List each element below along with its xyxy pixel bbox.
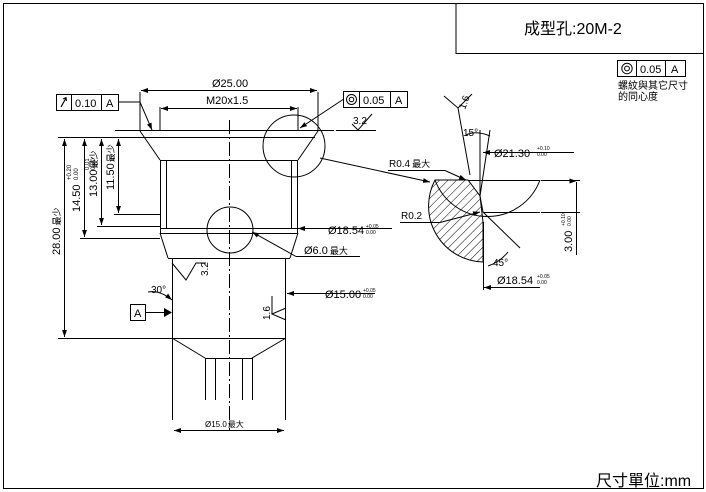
concentricity-note-tolerance: 0.05	[640, 64, 661, 76]
detail-3-00-text: 3.00	[563, 231, 575, 252]
detail-leader	[319, 157, 431, 183]
dim-11-50-text: 11.50最少	[105, 144, 117, 190]
concentric-frame: 0.05 A	[299, 91, 408, 129]
dim-dia-25: Ø25.00	[139, 78, 319, 130]
left-view	[115, 114, 334, 430]
angle-15-text: 15°	[463, 128, 478, 139]
finish-bottom-text: 1.6	[262, 306, 273, 320]
concentricity-note-line1: 螺紋與其它尺寸	[618, 79, 688, 92]
angle-30: 30°	[147, 285, 173, 301]
dim-13-00-tol-lower: 0.00	[91, 158, 97, 170]
dim-dia-18-54: Ø18.54 +0.05 0.00	[298, 224, 392, 237]
detail-r02-text: R0.2	[401, 211, 423, 222]
dim-13-00: 13.00最少 0.01 0.00	[85, 150, 100, 197]
dim-thread: M20x1.5	[159, 95, 299, 130]
dim-dia-15-tol-lower: 0.00	[363, 294, 373, 300]
finish-side-text: 3.2	[200, 262, 211, 276]
concentric-frame-tolerance: 0.05	[363, 95, 384, 107]
detail-dia-18-54-tol-lower: 0.00	[537, 280, 547, 286]
sheet-border	[3, 3, 704, 489]
finish-side: 3.2	[171, 262, 211, 281]
datum-a-text: A	[134, 308, 142, 320]
runout-frame: 0.10 A	[56, 94, 153, 131]
detail-dia-18-54-tol-upper: +0.05	[537, 274, 550, 280]
detail-dia-18-54-text: Ø18.54	[497, 275, 533, 287]
datum-a: A	[130, 304, 172, 321]
detail-45-text: 45°	[493, 258, 508, 269]
dim-bottom: Ø15.0最大	[174, 419, 284, 433]
dim-dia-15-text: Ø15.00	[325, 289, 361, 301]
runout-datum: A	[106, 98, 114, 110]
detail-dia-21-30-text: Ø21.30	[494, 148, 530, 160]
concentricity-note: 0.05 A 螺紋與其它尺寸 的同心度	[617, 60, 688, 103]
concentric-frame-datum: A	[395, 95, 403, 107]
detail-dia-21-30-tol-lower: 0.00	[537, 152, 547, 158]
dim-14-50-tol-upper: +0.20	[67, 164, 73, 180]
concentricity-icon	[346, 94, 357, 105]
finish-top-text: 3.2	[353, 116, 367, 127]
finish-bottom: 1.6	[262, 296, 287, 321]
dim-14-50-tol-lower: 0.00	[74, 168, 80, 180]
dim-dia-15-tol-upper: +0.05	[363, 288, 376, 294]
dim-dia-18-54-tol-upper: +0.05	[366, 224, 379, 230]
dim-dia-18-54-text: Ø18.54	[328, 225, 364, 237]
dim-dia-18-54-tol-lower: 0.00	[366, 230, 376, 236]
runout-tolerance: 0.10	[75, 98, 96, 110]
concentricity-note-datum: A	[671, 64, 679, 76]
dim-28-text: 28.00最少	[51, 207, 63, 255]
dim-bottom-text: Ø15.0最大	[205, 419, 244, 429]
concentricity-icon	[621, 62, 633, 75]
dim-thread-text: M20x1.5	[206, 95, 248, 107]
concentricity-note-line2: 的同心度	[618, 90, 658, 103]
dim-14-50: 14.50 +0.20 0.00	[67, 164, 83, 212]
detail-finish-text: 1.6	[457, 94, 472, 111]
dim-13-00-tol-upper: 0.01	[85, 158, 91, 170]
left-dims	[58, 137, 172, 339]
detail-3-00-tol-upper: +0.10	[561, 213, 567, 226]
unit-label: 尺寸單位:mm	[596, 472, 691, 490]
detail-3-00-tol-lower: 0.00	[567, 216, 573, 226]
angle-30-text: 30°	[151, 285, 166, 296]
hatched-section	[428, 179, 484, 263]
title-block: 成型孔:20M-2	[455, 3, 704, 54]
dim-14-50-text: 14.50	[71, 184, 83, 212]
finish-top: 3.2	[336, 113, 376, 131]
detail-dia-21-30-tol-upper: +0.10	[537, 146, 550, 152]
dim-dia-15: Ø15.00 +0.05 0.00	[287, 288, 376, 301]
title-text: 成型孔:20M-2	[524, 20, 622, 38]
dim-dia-25-text: Ø25.00	[212, 78, 248, 90]
dim-13-00-text: 13.00最少	[88, 150, 100, 197]
runout-icon	[60, 96, 67, 108]
